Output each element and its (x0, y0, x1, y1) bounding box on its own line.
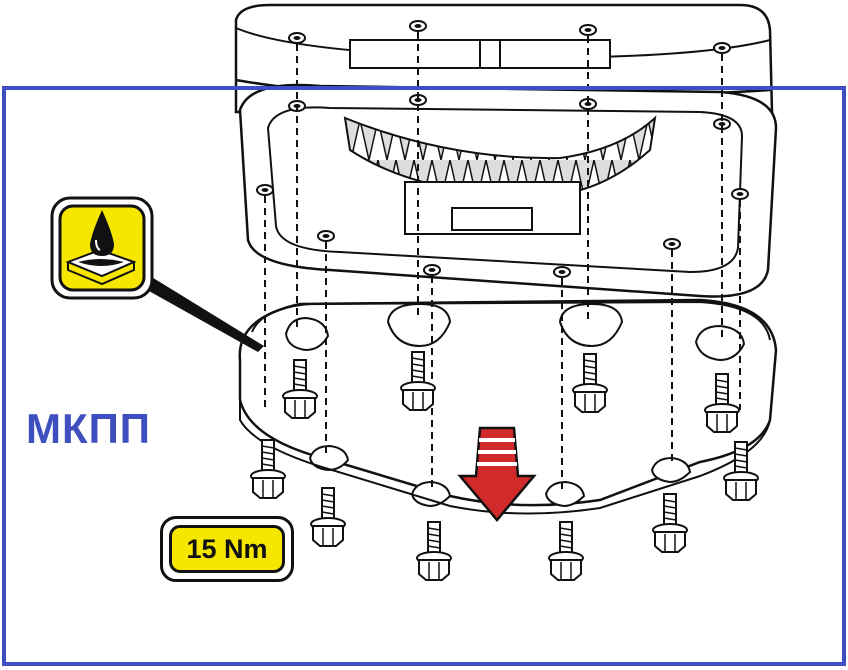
bolt (652, 493, 688, 553)
unit-label: МКПП (26, 405, 151, 452)
sealant-drop-icon (50, 196, 264, 352)
torque-value: 15 Nm (169, 525, 285, 573)
torque-badge: 15 Nm (160, 516, 294, 582)
gear-housing-flange (238, 20, 778, 298)
down-arrow-icon (457, 426, 537, 522)
oil-pan-cover (238, 298, 778, 515)
bolt (250, 439, 286, 499)
bolt (416, 521, 452, 581)
bolt (548, 521, 584, 581)
bolt (310, 487, 346, 547)
